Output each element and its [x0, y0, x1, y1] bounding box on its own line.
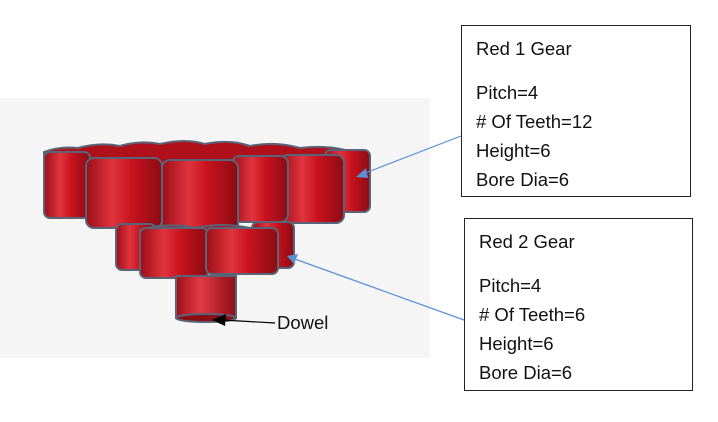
red-1-gear-spec-box: Red 1 Gear Pitch=4 # Of Teeth=12 Height=…: [461, 25, 691, 197]
red-2-gear-pitch: Pitch=4: [479, 275, 542, 296]
gear1-tooth: [85, 157, 163, 229]
red-1-gear-bore: Bore Dia=6: [476, 169, 570, 190]
gear2-tooth: [139, 227, 209, 279]
red-1-gear-teeth: # Of Teeth=12: [476, 111, 593, 132]
dowel-arrow-line: [221, 319, 276, 324]
gear1-tooth: [161, 159, 239, 235]
red-2-gear: [115, 221, 295, 279]
gear1-tooth: [43, 151, 91, 219]
gear2-callout-arrowhead: [287, 254, 298, 264]
gear1-callout-arrowhead: [356, 168, 368, 178]
red-2-gear-teeth: # Of Teeth=6: [479, 304, 586, 325]
red-1-gear-height: Height=6: [476, 140, 551, 161]
red-1-gear-pitch: Pitch=4: [476, 82, 539, 103]
red-1-gear: [43, 140, 371, 235]
dowel-cylinder: [175, 275, 237, 323]
gear2-tooth: [205, 227, 279, 275]
dowel-label: Dowel: [277, 312, 329, 333]
red-2-gear-spec-box: Red 2 Gear Pitch=4 # Of Teeth=6 Height=6…: [464, 218, 693, 391]
gear2-callout-line: [291, 257, 465, 321]
red-2-gear-title: Red 2 Gear: [479, 231, 575, 252]
red-2-gear-height: Height=6: [479, 333, 554, 354]
dowel-arrowhead: [212, 314, 226, 326]
gear1-tooth: [279, 154, 345, 224]
gear1-callout-line: [359, 135, 462, 176]
gear1-tooth: [231, 155, 289, 223]
red-2-gear-bore: Bore Dia=6: [479, 362, 573, 383]
red-1-gear-title: Red 1 Gear: [476, 38, 572, 59]
